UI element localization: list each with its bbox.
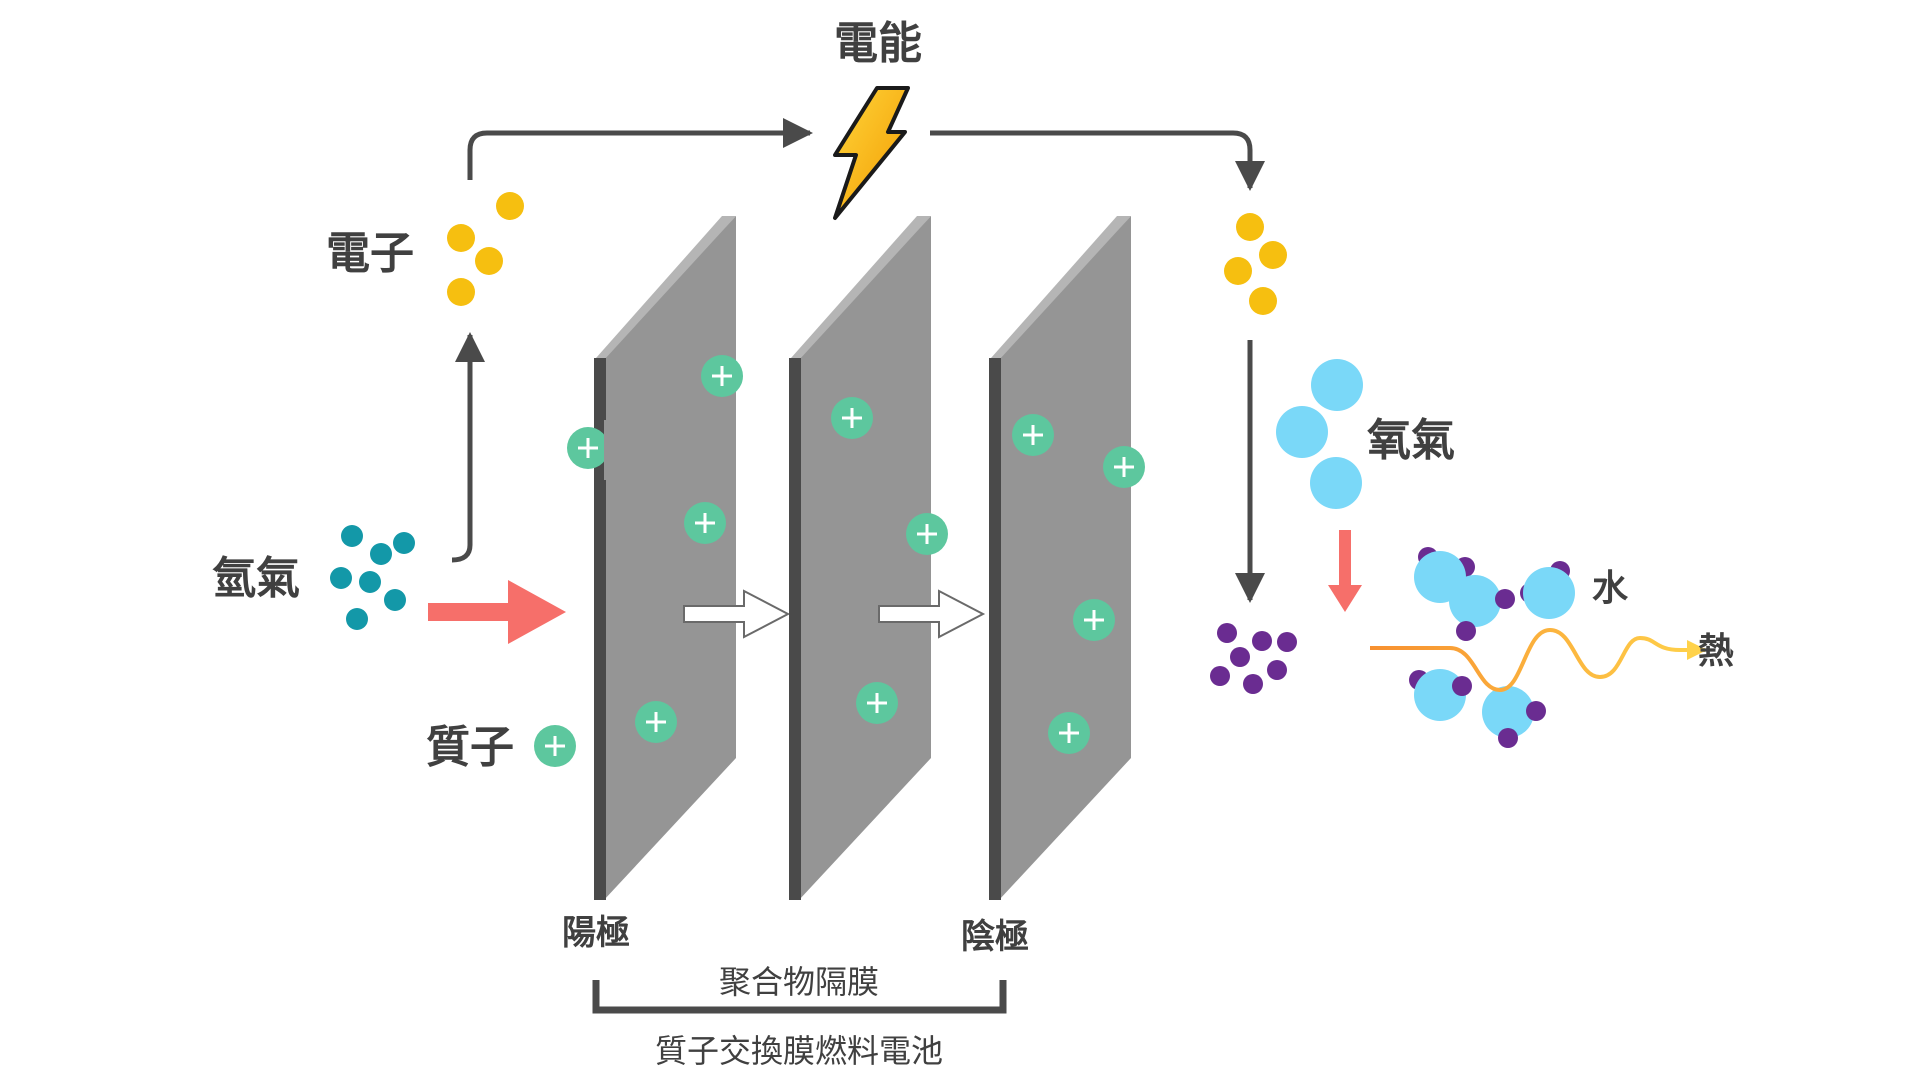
membrane-plate-face [799, 216, 931, 900]
purple-particle [1277, 632, 1297, 652]
membrane-plate [789, 216, 931, 900]
oxygen-label: 氧氣 [1367, 415, 1455, 466]
hydrogen-flow-arrow [428, 580, 566, 644]
electron [496, 192, 524, 220]
electron-cluster-left [447, 192, 524, 306]
cell-name-label: 質子交換膜燃料電池 [655, 1032, 943, 1070]
anode-plate-top [596, 216, 736, 358]
purple-particle [1252, 631, 1272, 651]
cathode-label: 陰極 [961, 917, 1029, 957]
water-molecules [1409, 547, 1575, 748]
heat-label: 熱 [1698, 631, 1734, 672]
right-arrow-icon [683, 589, 791, 639]
wire-up-from-hydrogen [451, 332, 485, 563]
cathode-plate-face [999, 216, 1131, 900]
wire-top-left [467, 118, 813, 180]
hydrogen-molecule [370, 543, 392, 565]
anode-plate [594, 216, 736, 900]
electron [475, 247, 503, 275]
hydrogen-molecule [359, 571, 381, 593]
purple-particle [1243, 674, 1263, 694]
proton-icon [684, 502, 726, 544]
electron-label-left: 電子 [326, 228, 414, 279]
purple-particle [1217, 623, 1237, 643]
hydrogen-molecule [330, 567, 352, 589]
purple-particle [1267, 660, 1287, 680]
proton-icon [1103, 446, 1145, 488]
cathode-plate [989, 216, 1131, 900]
oxygen-flow-arrow [1328, 530, 1362, 612]
anode-label: 陽極 [562, 913, 630, 953]
hydrogen-label: 氫氣 [212, 553, 300, 604]
hydrogen-molecule [346, 608, 368, 630]
proton-icon [906, 513, 948, 555]
proton-icon [1012, 414, 1054, 456]
cathode-plate-edge [989, 358, 1001, 900]
purple-particle [1210, 666, 1230, 686]
oxygen-cluster [1276, 359, 1363, 509]
hydrogen-molecule [341, 525, 363, 547]
electron [1259, 241, 1287, 269]
electron [1224, 257, 1252, 285]
electron [447, 278, 475, 306]
proton-label: 質子 [426, 722, 514, 773]
oxygen-molecule [1276, 406, 1328, 458]
membrane-plate-edge [789, 358, 801, 900]
purple-particle [1230, 647, 1250, 667]
membrane-label: 聚合物隔膜 [719, 963, 879, 1001]
electric-energy-label: 電能 [834, 18, 922, 69]
oxygen-molecule [1311, 359, 1363, 411]
lightning-bolt-icon [833, 86, 910, 220]
proton-legend-icon [534, 725, 576, 767]
membrane-plate-top [791, 216, 931, 358]
electron [1236, 213, 1264, 241]
proton-icon [1048, 712, 1090, 754]
proton-icon [635, 701, 677, 743]
anode-plate-face [604, 216, 736, 900]
proton-icon [856, 682, 898, 724]
electron-cluster-right [1224, 213, 1287, 315]
oxygen-molecule [1310, 457, 1362, 509]
hydrogen-molecule [393, 532, 415, 554]
cathode-plate-top [991, 216, 1131, 358]
proton-icon [701, 355, 743, 397]
proton-icon [567, 427, 609, 469]
proton-icon [1073, 599, 1115, 641]
wire-top-right [930, 130, 1265, 191]
heat-wave [1370, 627, 1707, 693]
proton-icon [831, 397, 873, 439]
hydrogen-cluster [330, 525, 415, 630]
hydrogen-molecule [384, 589, 406, 611]
plate-overlap-mask [604, 420, 624, 480]
right-arrow-icon [878, 589, 986, 639]
anode-plate-edge [594, 358, 606, 900]
water-label: 水 [1592, 568, 1629, 609]
external-circuit [451, 118, 1265, 603]
membrane-bracket [592, 980, 1007, 1014]
electron [1249, 287, 1277, 315]
reaction-cluster [1210, 623, 1297, 694]
electron [447, 224, 475, 252]
